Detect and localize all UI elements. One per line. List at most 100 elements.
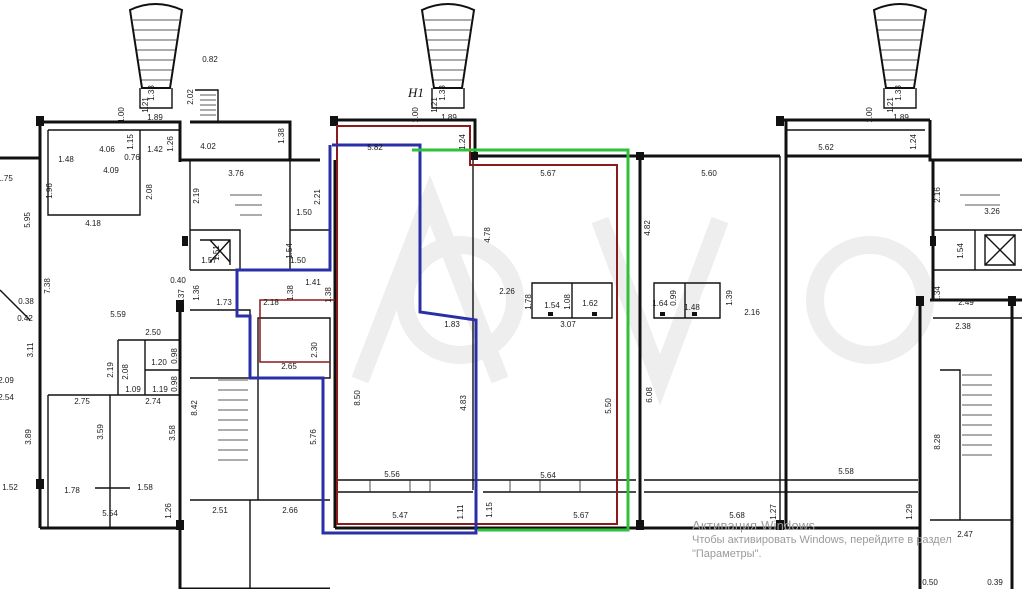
dimension-label: 5.76 bbox=[309, 429, 318, 445]
dimension-label: 5.64 bbox=[540, 471, 556, 480]
dimension-label: 2.47 bbox=[957, 530, 973, 539]
dimension-label: 0.38 bbox=[18, 297, 34, 306]
dimension-label: 3.76 bbox=[228, 169, 244, 178]
dimension-label: 0.82 bbox=[202, 55, 218, 64]
interior-walls-right bbox=[930, 194, 1022, 521]
dimension-label: 1.08 bbox=[563, 294, 572, 310]
dimension-label: 1.54 bbox=[285, 243, 294, 259]
dimension-label: 2.21 bbox=[313, 189, 322, 205]
dimension-label: 2.49 bbox=[958, 298, 974, 307]
dimension-label: 5.68 bbox=[729, 511, 745, 520]
dimension-label: 1.26 bbox=[164, 503, 173, 519]
dimension-label: 1.15 bbox=[126, 134, 135, 150]
dimension-label: 2.02 bbox=[186, 89, 195, 105]
dimension-label: 7.38 bbox=[43, 278, 52, 294]
dimension-label: 3.11 bbox=[26, 342, 35, 358]
dimension-label: 5.58 bbox=[838, 467, 854, 476]
dimension-label: 0.99 bbox=[669, 290, 678, 306]
dimension-label: 1.58 bbox=[137, 483, 153, 492]
dimension-label: 1.39 bbox=[725, 290, 734, 306]
dimension-label: 5.50 bbox=[604, 398, 613, 414]
columns bbox=[36, 116, 1016, 530]
dimension-label: 6.08 bbox=[645, 387, 654, 403]
dimension-label: 1.21 bbox=[886, 97, 895, 113]
dimension-label: 1.89 bbox=[893, 113, 909, 122]
dimension-label: 1.37 bbox=[177, 289, 186, 305]
dimension-label: 5.54 bbox=[102, 509, 118, 518]
dimension-label: 8.50 bbox=[353, 390, 362, 406]
dimension-label: 1.21 bbox=[141, 97, 150, 113]
dimension-label: 0.98 bbox=[170, 376, 179, 392]
dimension-label: 0.50 bbox=[922, 578, 938, 587]
dimension-label: 2.26 bbox=[499, 287, 515, 296]
watermark-title: Активация Windows bbox=[692, 518, 816, 533]
dimension-label: 4.02 bbox=[200, 142, 216, 151]
dimension-label: 5.95 bbox=[23, 212, 32, 228]
dimension-label: 1.33 bbox=[438, 85, 447, 101]
dimension-label: 1.29 bbox=[905, 504, 914, 520]
dimension-label: 2.16 bbox=[933, 187, 942, 203]
dimension-label: 1.26 bbox=[166, 136, 175, 152]
watermark-line-2: "Параметры". bbox=[692, 548, 762, 560]
balcony-fan-right bbox=[872, 3, 928, 109]
dimension-label: 1.19 bbox=[152, 385, 168, 394]
dimension-label: 2.18 bbox=[263, 298, 279, 307]
dimension-label: 1.64 bbox=[652, 299, 668, 308]
dimension-label: 1.38 bbox=[286, 285, 295, 301]
dimension-label: 2.51 bbox=[212, 506, 228, 515]
dimension-label: 1.27 bbox=[769, 504, 778, 520]
dimension-label: 2.75 bbox=[74, 397, 90, 406]
dimension-label: 1.62 bbox=[582, 299, 598, 308]
dimension-label: 1.38 bbox=[277, 128, 286, 144]
dimension-label: 1.54 bbox=[544, 301, 560, 310]
dimension-label: 5.82 bbox=[367, 143, 383, 152]
dimension-label: 4.78 bbox=[483, 227, 492, 243]
dimension-label: 1.41 bbox=[305, 278, 321, 287]
dimension-label: 1.75 bbox=[0, 174, 13, 183]
dimension-label: 5.59 bbox=[110, 310, 126, 319]
dimension-label: 2.66 bbox=[282, 506, 298, 515]
dimension-label: 1.89 bbox=[147, 113, 163, 122]
dimension-label: 1.00 bbox=[117, 107, 126, 123]
dimension-label: 1.96 bbox=[45, 183, 54, 199]
dimension-label: 5.56 bbox=[384, 470, 400, 479]
dimension-label: 1.83 bbox=[444, 320, 460, 329]
dimension-label: 4.06 bbox=[99, 145, 115, 154]
dimension-label: 1.38 bbox=[324, 287, 333, 303]
dimension-label: 8.42 bbox=[190, 400, 199, 416]
dimension-label: 1.51 bbox=[212, 245, 221, 261]
interior-walls-left bbox=[0, 89, 331, 589]
dimension-label: 5.47 bbox=[392, 511, 408, 520]
interior-walls-center bbox=[338, 129, 925, 528]
dimension-label: 4.82 bbox=[643, 220, 652, 236]
dimension-label: 2.19 bbox=[192, 188, 201, 204]
dimension-label: 3.59 bbox=[96, 424, 105, 440]
dimension-label: 4.83 bbox=[459, 395, 468, 411]
highlight-blue-unit bbox=[235, 143, 478, 535]
dimension-label: 8.28 bbox=[933, 434, 942, 450]
dimension-label: 1.11 bbox=[456, 504, 465, 520]
dimension-label: 2.08 bbox=[121, 364, 130, 380]
dimension-label: 4.09 bbox=[103, 166, 119, 175]
dimension-label: 2.30 bbox=[310, 342, 319, 358]
balcony-fan-left bbox=[128, 3, 184, 109]
dimension-label: 1.24 bbox=[909, 134, 918, 150]
dimension-label: 1.21 bbox=[430, 97, 439, 113]
dimension-label: 1.48 bbox=[58, 155, 74, 164]
dimension-label: 1.34 bbox=[933, 286, 942, 302]
dimension-label: 1.09 bbox=[125, 385, 141, 394]
dimension-label: 1.15 bbox=[485, 502, 494, 518]
dimension-label: 1.42 bbox=[147, 145, 163, 154]
dimension-label: 5.67 bbox=[540, 169, 556, 178]
highlight-red-unit bbox=[259, 125, 618, 525]
dimension-label: 1.20 bbox=[151, 358, 167, 367]
dimension-label: 1.73 bbox=[216, 298, 232, 307]
dimension-label: 0.39 bbox=[987, 578, 1003, 587]
dimension-label: 0.42 bbox=[17, 314, 33, 323]
dimension-label: 5.62 bbox=[818, 143, 834, 152]
axis-label: Н1 bbox=[407, 85, 424, 100]
dimension-label: 1.54 bbox=[956, 243, 965, 259]
dimension-label: 3.07 bbox=[560, 320, 576, 329]
